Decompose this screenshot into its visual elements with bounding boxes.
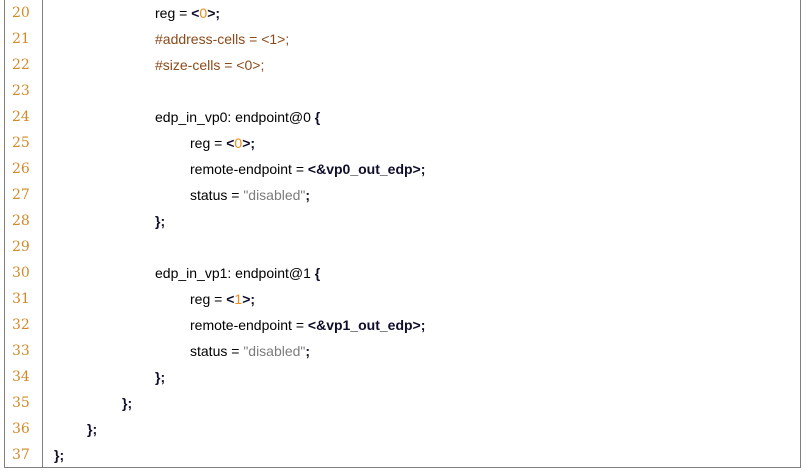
line-code: }; bbox=[54, 442, 64, 468]
line-code: }; bbox=[122, 390, 132, 416]
line-code: edp_in_vp0: endpoint@0 { bbox=[155, 104, 320, 130]
line-number: 31 bbox=[12, 291, 30, 307]
code-token: 0 bbox=[199, 5, 208, 21]
line-code: }; bbox=[155, 364, 165, 390]
line-number: 23 bbox=[12, 83, 30, 99]
line-code: remote-endpoint = <&vp0_out_edp>; bbox=[190, 156, 425, 182]
code-token: #size-cells = <0>; bbox=[155, 57, 265, 73]
code-token: remote-endpoint = bbox=[190, 161, 308, 177]
line-number: 29 bbox=[12, 239, 30, 255]
code-token: { bbox=[314, 265, 321, 281]
code-token: ; bbox=[305, 343, 311, 359]
line-code: reg = <0>; bbox=[190, 130, 255, 156]
code-line: 25 reg = <0>; bbox=[5, 130, 800, 156]
code-token: reg = bbox=[155, 5, 192, 21]
line-number: 20 bbox=[12, 5, 30, 21]
line-code: }; bbox=[155, 208, 165, 234]
code-token: 0 bbox=[234, 135, 243, 151]
line-number: 27 bbox=[12, 187, 30, 203]
code-line: 28}; bbox=[5, 208, 800, 234]
line-code: status = "disabled"; bbox=[190, 182, 310, 208]
line-number: 26 bbox=[12, 161, 30, 177]
line-number: 37 bbox=[12, 447, 30, 463]
line-code: edp_in_vp1: endpoint@1 { bbox=[155, 260, 320, 286]
code-token: }; bbox=[87, 421, 98, 437]
code-line: 35}; bbox=[5, 390, 800, 416]
code-token: <&vp1_out_edp>; bbox=[307, 317, 426, 333]
code-token: remote-endpoint = bbox=[190, 317, 308, 333]
code-line: 26 remote-endpoint = <&vp0_out_edp>; bbox=[5, 156, 800, 182]
line-number: 33 bbox=[12, 343, 30, 359]
code-token: <&vp0_out_edp>; bbox=[307, 161, 426, 177]
line-number: 30 bbox=[12, 265, 30, 281]
code-token: "disabled" bbox=[243, 187, 306, 203]
code-token: }; bbox=[155, 369, 166, 385]
code-line: 23 bbox=[5, 78, 800, 104]
line-number: 35 bbox=[12, 395, 30, 411]
code-token: reg = bbox=[190, 291, 227, 307]
code-token: ; bbox=[305, 187, 311, 203]
code-token: reg = bbox=[190, 135, 227, 151]
code-token: }; bbox=[155, 213, 166, 229]
line-number: 21 bbox=[12, 31, 30, 47]
code-token: edp_in_vp0: endpoint@0 bbox=[155, 109, 315, 125]
code-line: 32 remote-endpoint = <&vp1_out_edp>; bbox=[5, 312, 800, 338]
line-code: #address-cells = <1>; bbox=[155, 26, 289, 52]
code-line: 20 reg = <0>; bbox=[5, 0, 800, 26]
line-code: reg = <0>; bbox=[155, 0, 220, 26]
code-token: >; bbox=[207, 5, 221, 21]
code-token: }; bbox=[122, 395, 133, 411]
code-token: status = bbox=[190, 343, 244, 359]
code-line: 37}; bbox=[5, 442, 800, 468]
line-number: 24 bbox=[12, 109, 30, 125]
line-number: 25 bbox=[12, 135, 30, 151]
code-token: status = bbox=[190, 187, 244, 203]
code-token: { bbox=[314, 109, 321, 125]
code-line: 31 reg = <1>; bbox=[5, 286, 800, 312]
line-code: remote-endpoint = <&vp1_out_edp>; bbox=[190, 312, 425, 338]
code-line: 36}; bbox=[5, 416, 800, 442]
code-line: 27 status = "disabled"; bbox=[5, 182, 800, 208]
code-line: 21 #address-cells = <1>; bbox=[5, 26, 800, 52]
code-line: 29 bbox=[5, 234, 800, 260]
code-token: < bbox=[226, 291, 235, 307]
code-token: }; bbox=[54, 447, 65, 463]
line-code: }; bbox=[87, 416, 97, 442]
line-code: status = "disabled"; bbox=[190, 338, 310, 364]
code-line: 30 edp_in_vp1: endpoint@1 { bbox=[5, 260, 800, 286]
line-code: reg = <1>; bbox=[190, 286, 255, 312]
code-token: >; bbox=[242, 135, 256, 151]
line-code: #size-cells = <0>; bbox=[155, 52, 264, 78]
code-line: 33 status = "disabled"; bbox=[5, 338, 800, 364]
code-line: 34}; bbox=[5, 364, 800, 390]
code-line: 22 #size-cells = <0>; bbox=[5, 52, 800, 78]
gutter-divider bbox=[42, 0, 43, 467]
line-number: 34 bbox=[12, 369, 30, 385]
code-token: < bbox=[226, 135, 235, 151]
code-token: #address-cells = <1>; bbox=[155, 31, 290, 47]
code-token: >; bbox=[242, 291, 256, 307]
line-number: 36 bbox=[12, 421, 30, 437]
line-number: 32 bbox=[12, 317, 30, 333]
code-token: 1 bbox=[234, 291, 243, 307]
code-token: "disabled" bbox=[243, 343, 306, 359]
line-number: 28 bbox=[12, 213, 30, 229]
code-line: 24 edp_in_vp0: endpoint@0 { bbox=[5, 104, 800, 130]
code-token: < bbox=[191, 5, 200, 21]
code-token: edp_in_vp1: endpoint@1 bbox=[155, 265, 315, 281]
line-number: 22 bbox=[12, 57, 30, 73]
